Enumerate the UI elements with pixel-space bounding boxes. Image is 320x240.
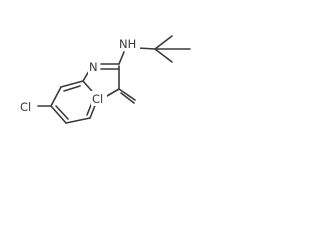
ring-bond-3 <box>50 105 67 124</box>
bond-cvinyl-ch2-a <box>118 88 136 101</box>
chlorophenyl-ring <box>37 80 99 124</box>
bond-cvinyl-cl <box>106 88 120 97</box>
bond-cvinyl-ch2-b <box>120 92 135 104</box>
atom-cl-vinyl: Cl <box>91 91 107 106</box>
ring-bond-2 <box>50 86 62 107</box>
bond-nh-c <box>118 51 125 65</box>
bond-cq-methyl-bottom <box>154 48 173 63</box>
ring-bond-4 <box>65 117 91 124</box>
bond-cq-methyl-top <box>154 35 173 50</box>
bond-nh-cq <box>137 47 156 50</box>
tert-butyl-group <box>137 35 191 63</box>
atom-label-n: N <box>89 60 98 74</box>
atom-nh: NH <box>118 36 140 51</box>
ring-inner-bond-b <box>55 105 69 120</box>
atom-label-cl-vinyl: Cl <box>92 92 103 106</box>
atom-n-imine: N <box>88 59 99 74</box>
ring-inner-bond-a <box>63 85 81 92</box>
atom-cl-ring: Cl <box>19 99 37 114</box>
molecule-structure: NH N Cl Cl <box>19 35 191 124</box>
amidine-core <box>82 51 136 104</box>
ring-bond-1 <box>60 80 84 88</box>
atom-label-nh: NH <box>119 37 136 51</box>
atom-label-cl-ring: Cl <box>20 100 31 114</box>
